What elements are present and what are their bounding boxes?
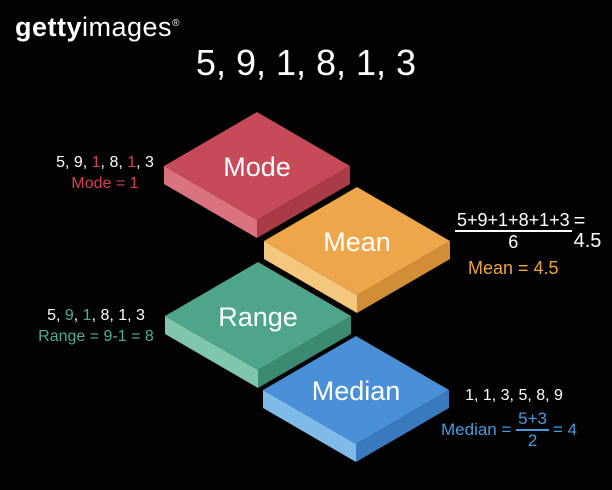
mean-numerator: 5+9+1+8+1+3 xyxy=(455,210,572,232)
mode-tile: Mode xyxy=(164,112,350,238)
mode-seq-part: , 3 xyxy=(136,154,154,171)
range-tile-label: Range xyxy=(218,302,298,332)
dataset-title: 5, 9, 1, 8, 1, 3 xyxy=(195,42,417,83)
range-seq-part: 5, xyxy=(47,307,65,324)
mean-fraction: 5+9+1+8+1+3 6 xyxy=(455,210,572,252)
mean-tile: Mean xyxy=(264,187,450,313)
mean-tile-right-face xyxy=(357,241,450,313)
median-sorted-sequence: 1, 1, 3, 5, 8, 9 xyxy=(465,387,563,404)
mode-tile-left-face xyxy=(164,166,257,238)
range-tile-left-face xyxy=(165,316,258,388)
range-seq-part: , xyxy=(73,307,83,324)
mode-result: Mode = 1 xyxy=(71,175,139,192)
logo-regular-part: images xyxy=(82,12,173,42)
median-tile-right-face xyxy=(356,390,449,462)
range-seq-part: , 8, 1, 3 xyxy=(91,307,145,324)
range-sequence: 5, 9, 1, 8, 1, 3 xyxy=(16,305,176,326)
mean-formula: 5+9+1+8+1+3 6 = 4.5 xyxy=(455,210,612,252)
mode-seq-highlight: 1 xyxy=(91,154,101,171)
median-formula: Median = 5+3 2 = 4 xyxy=(438,409,608,451)
mode-tile-top-face xyxy=(164,112,350,220)
median-tile-left-face xyxy=(263,390,356,462)
mode-seq-highlight: 1 xyxy=(127,154,137,171)
range-result: Range = 9-1 = 8 xyxy=(38,328,154,345)
mode-tile-right-face xyxy=(257,166,350,238)
median-annotation: 1, 1, 3, 5, 8, 9 Median = 5+3 2 = 4 xyxy=(438,385,608,451)
mean-equals: = 4.5 xyxy=(573,210,602,252)
range-tile: Range xyxy=(165,262,351,388)
range-tile-right-face xyxy=(258,316,351,388)
mode-seq-part: 5, 9, xyxy=(56,154,92,171)
median-equals: = 4 xyxy=(553,420,578,439)
mean-result: Mean = 4.5 xyxy=(468,258,559,278)
median-tile: Median xyxy=(263,336,449,462)
mean-tile-top-face xyxy=(264,187,450,295)
range-seq-highlight: 1 xyxy=(82,307,92,324)
mean-tile-label: Mean xyxy=(323,227,391,257)
median-denominator: 2 xyxy=(527,431,538,450)
mode-sequence: 5, 9, 1, 8, 1, 3 xyxy=(20,152,190,173)
registered-mark: ® xyxy=(172,18,180,29)
median-fraction: 5+3 2 xyxy=(516,409,549,451)
mode-tile-label: Mode xyxy=(223,152,291,182)
mean-annotation: 5+9+1+8+1+3 6 = 4.5 Mean = 4.5 xyxy=(455,210,612,279)
mode-seq-part: , 8, xyxy=(100,154,128,171)
logo-bold-part: getty xyxy=(15,12,83,42)
median-tile-label: Median xyxy=(312,376,401,406)
range-seq-highlight: 9 xyxy=(64,307,74,324)
mean-tile-left-face xyxy=(264,241,357,313)
mean-denominator: 6 xyxy=(508,232,519,252)
mode-annotation: 5, 9, 1, 8, 1, 3 Mode = 1 xyxy=(20,152,190,194)
median-numerator: 5+3 xyxy=(516,409,549,431)
median-label: Median = xyxy=(441,420,512,439)
range-annotation: 5, 9, 1, 8, 1, 3 Range = 9-1 = 8 xyxy=(16,305,176,347)
gettyimages-logo: gettyimages® xyxy=(15,12,180,43)
range-tile-top-face xyxy=(165,262,351,370)
median-tile-top-face xyxy=(263,336,449,444)
